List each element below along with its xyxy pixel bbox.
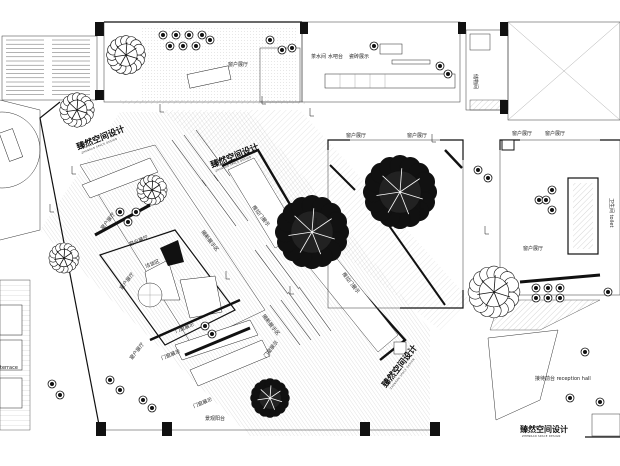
chair-seat-icon	[194, 44, 198, 48]
label-tile-display: 瓷砖展示	[349, 53, 369, 60]
chair-seat-icon	[161, 33, 165, 37]
room-labels: 茶水间 水吧台 瓷砖展示 窗户展厅 窗户展厅 窗户展厅 窗户展厅 窗户展厅 窗户…	[0, 53, 615, 422]
label-storage-room: 储物间	[472, 74, 479, 89]
chair-seat-icon	[606, 290, 610, 294]
chair-seat-icon	[50, 382, 54, 386]
chair-seat-icon	[118, 388, 122, 392]
chair-seat-icon	[486, 176, 490, 180]
window-strip	[269, 304, 301, 346]
chair-seat-icon	[174, 33, 178, 37]
chair-seat-icon	[280, 48, 284, 52]
chair-seat-icon	[372, 44, 376, 48]
chair-seat-icon	[568, 396, 572, 400]
window-strip	[265, 244, 300, 290]
window-strip	[280, 299, 312, 341]
tree-icon	[274, 194, 350, 270]
tree-icon	[362, 154, 438, 230]
window-strip	[254, 249, 289, 295]
label-terrace-left: terrace	[0, 365, 18, 371]
chair-seat-icon	[290, 46, 294, 50]
window-strip	[213, 174, 249, 222]
label-window-display-left3: 窗户展厅	[128, 341, 146, 361]
chair-seat-icon	[181, 44, 185, 48]
window-strip	[183, 134, 219, 182]
window-strips	[171, 129, 332, 346]
chair-seat-icon	[187, 33, 191, 37]
label-window-display-right3: 窗户展厅	[523, 245, 543, 252]
tree-icon	[106, 35, 146, 75]
chair-seat-icon	[58, 393, 62, 397]
chair-seat-icon	[118, 210, 122, 214]
chair-seat-icon	[108, 378, 112, 382]
chair-seat-icon	[141, 398, 145, 402]
tea-water-room	[300, 21, 466, 103]
window-strip	[171, 139, 207, 187]
chair-seat-icon	[268, 38, 272, 42]
storage-room	[465, 21, 620, 121]
window-strip	[298, 286, 332, 332]
label-window-display-right2: 窗户展厅	[545, 130, 565, 137]
tree-icon	[48, 242, 80, 274]
label-window-display-mid2: 窗户展厅	[407, 132, 427, 139]
chair-seat-icon	[126, 220, 130, 224]
chair-seat-icon	[203, 324, 207, 328]
chair-seat-icon	[546, 296, 550, 300]
chair-seat-icon	[558, 286, 562, 290]
tree-icon	[467, 265, 521, 319]
chair-seat-icon	[134, 210, 138, 214]
chair-seat-icon	[550, 208, 554, 212]
window-strip	[201, 179, 237, 227]
chair-seat-icon	[168, 44, 172, 48]
chair-seat-icon	[446, 72, 450, 76]
chair-seat-icon	[534, 296, 538, 300]
chair-seat-icon	[438, 64, 442, 68]
chair-seat-icon	[583, 350, 587, 354]
chair-seat-icon	[558, 296, 562, 300]
brand-logo-bottom: 臻然空间设计 ZHENRAN SPACE DESIGN	[520, 424, 568, 438]
chair-seat-icon	[546, 286, 550, 290]
label-door-display-3: 门窗展示	[192, 396, 213, 410]
label-water-bar: 水吧台	[328, 53, 343, 60]
left-terrace	[0, 99, 41, 431]
label-window-display-right1: 窗户展厅	[512, 130, 532, 137]
stairwell	[1, 22, 104, 101]
window-strip	[287, 291, 321, 337]
window-strip	[195, 129, 231, 177]
section-marks	[49, 96, 489, 295]
left-display-pavilion	[79, 144, 271, 387]
chair-seat-icon	[550, 188, 554, 192]
chair-seat-icon	[208, 38, 212, 42]
brand-subtitle-bottom: ZHENRAN SPACE DESIGN	[522, 434, 561, 438]
label-window-display-top: 窗户展厅	[228, 61, 248, 68]
chair-seat-icon	[544, 198, 548, 202]
chair-seat-icon	[534, 286, 538, 290]
label-tea-water-room: 茶水间	[311, 53, 326, 60]
label-viewing-terrace: 景观阳台	[205, 415, 225, 422]
brand-name-bottom: 臻然空间设计	[520, 424, 568, 434]
label-window-display-mid1: 窗户展厅	[346, 132, 366, 139]
chair-seat-icon	[210, 332, 214, 336]
tree-icon	[59, 92, 95, 128]
tree-icon	[250, 378, 290, 418]
chair-seat-icon	[476, 168, 480, 172]
tree-icon	[136, 174, 168, 206]
label-toilet: 卫生间 toilet	[608, 198, 615, 227]
chair-seat-icon	[150, 406, 154, 410]
chair-seat-icon	[537, 198, 541, 202]
chair-seat-icon	[598, 400, 602, 404]
label-reception-hall: 接待前台 reception hall	[535, 375, 591, 382]
chair-seat-icon	[200, 33, 204, 37]
